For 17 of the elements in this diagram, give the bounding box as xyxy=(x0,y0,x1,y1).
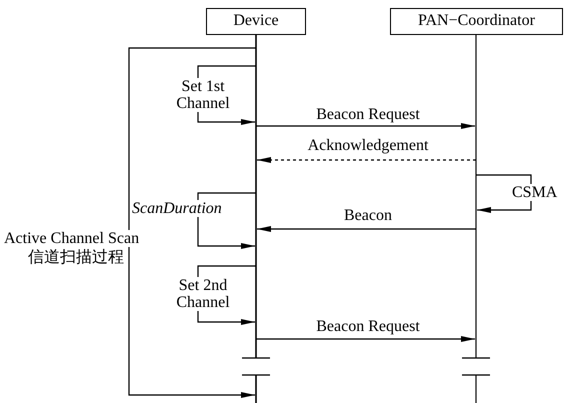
message-label: Acknowledgement xyxy=(306,137,430,154)
self-message-arrow xyxy=(476,174,532,213)
message-label: Beacon Request xyxy=(315,318,421,335)
self-message-arrow xyxy=(197,192,256,249)
message-arrow xyxy=(257,226,476,232)
message-label: CSMA xyxy=(510,184,560,201)
message-arrow xyxy=(256,123,475,129)
message-label: Beacon Request xyxy=(315,106,421,123)
caption-text: 信道扫描过程 xyxy=(26,248,126,265)
message-label: Beacon xyxy=(343,207,393,224)
message-label: ScanDuration xyxy=(130,200,224,217)
message-label: Active Channel Scan xyxy=(2,230,142,247)
message-arrow xyxy=(257,157,476,163)
participant-box: PAN−Coordinator xyxy=(390,8,563,35)
participant-box: Device xyxy=(206,8,306,35)
self-message-arrow xyxy=(128,47,256,398)
message-arrow xyxy=(256,336,475,342)
